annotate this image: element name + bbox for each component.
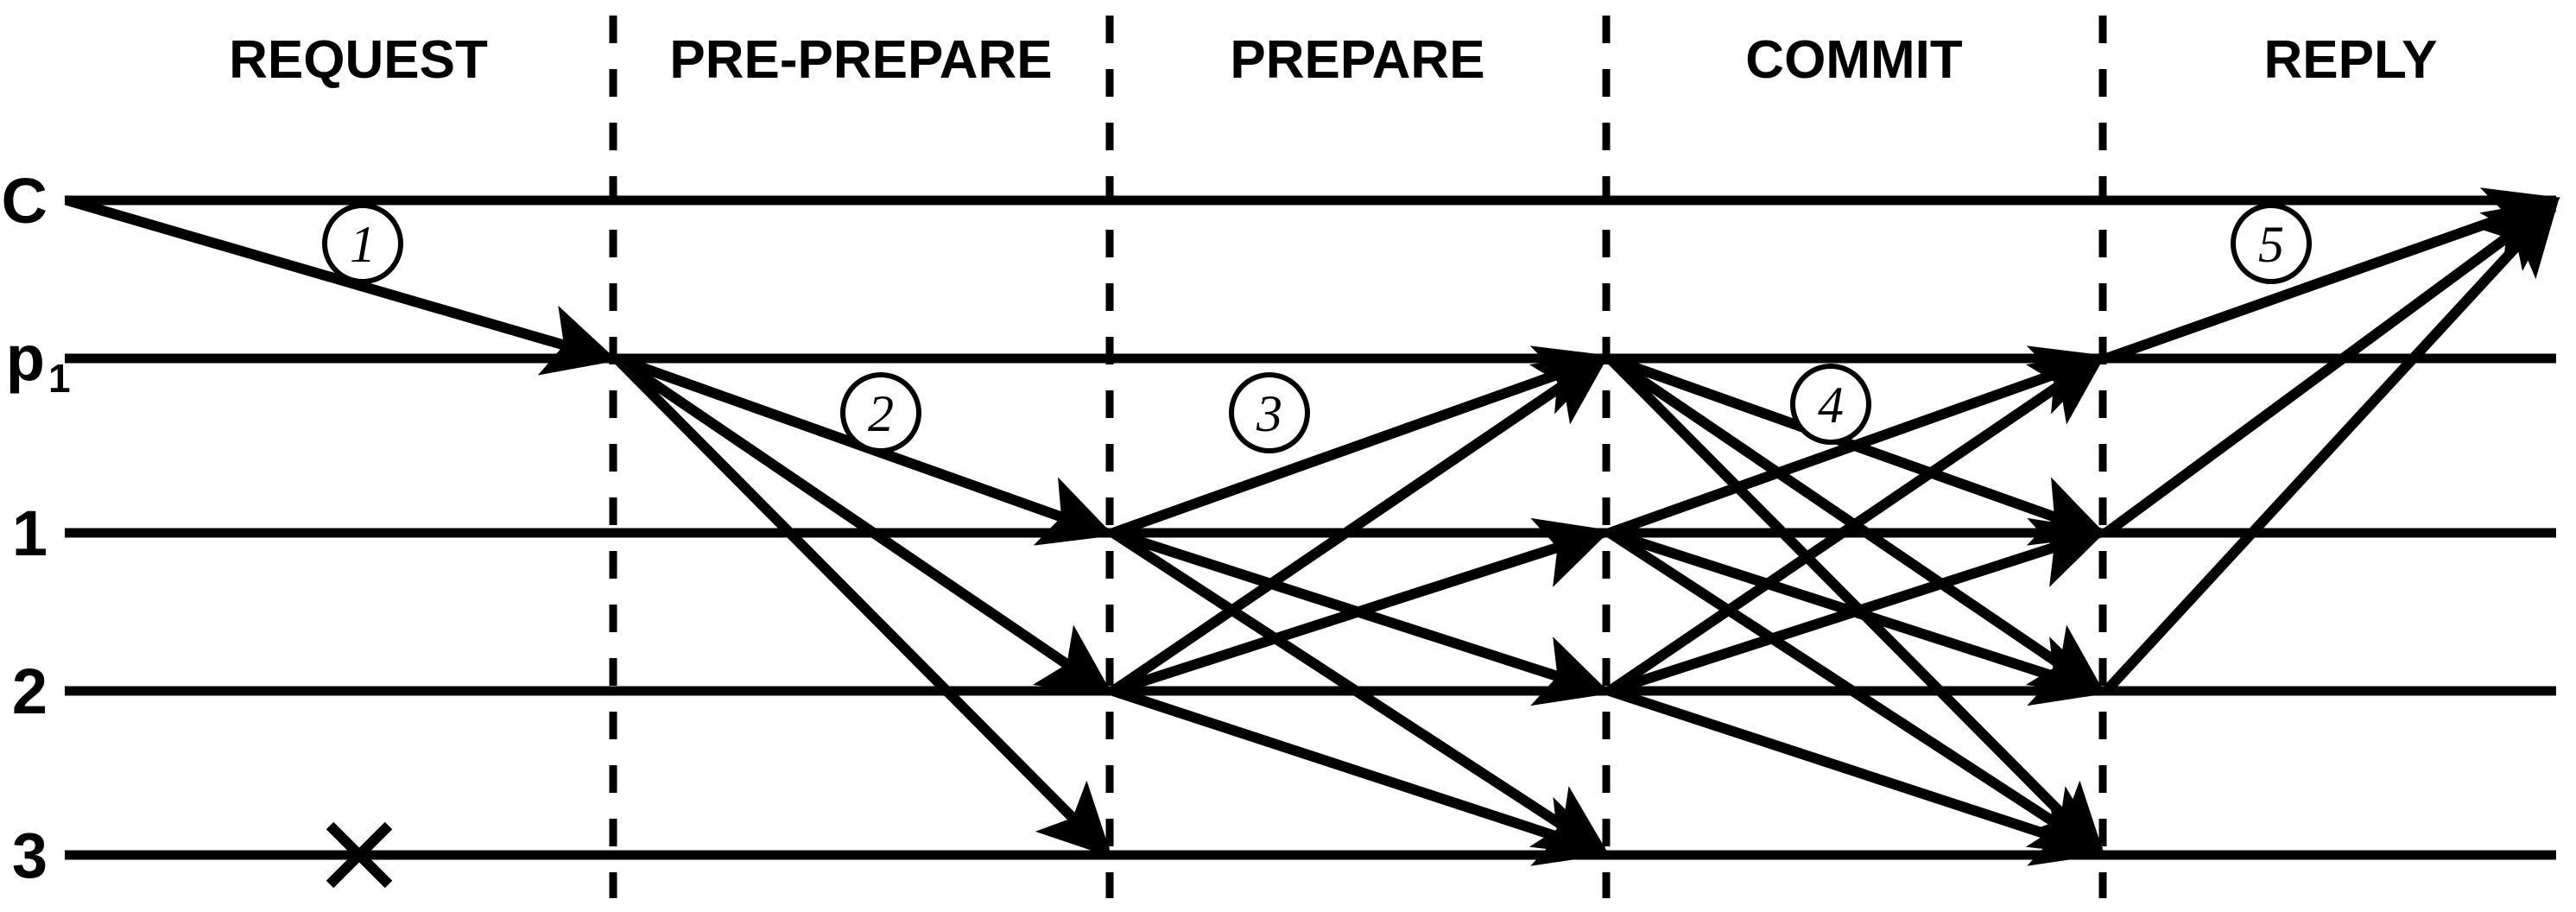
failure-x-stroke-2	[326, 821, 393, 889]
phase-label-reply: REPLY	[2263, 30, 2437, 90]
message-pre-r1-to-r3	[1110, 528, 1611, 857]
step-number-3: 3	[1256, 385, 1282, 442]
actor-label-replica-3: 3	[12, 820, 47, 891]
message-com-r1-to-r3	[1606, 528, 2107, 857]
actor-label-text-replica-1: 1	[12, 497, 47, 569]
phase-label-prepare: PREPARE	[1230, 30, 1484, 90]
step-circle-2	[840, 372, 921, 453]
step-markers: 1 2 3 4 5	[322, 203, 2312, 453]
message-pre-r2-to-r1	[1111, 517, 1611, 696]
message-rep-p1-to-c	[2104, 187, 2561, 364]
message-rep-r2-to-c	[2102, 200, 2559, 695]
message-com-r2-to-r3	[1608, 686, 2108, 866]
phase-label-pre-prepare: PRE-PREPARE	[669, 30, 1052, 90]
actor-label-replica-1: 1	[12, 497, 47, 569]
step-circle-1	[322, 203, 403, 284]
step-circle-3	[1229, 372, 1310, 453]
step-number-4: 4	[1818, 377, 1844, 434]
actor-label-client: C	[2, 165, 47, 237]
step-marker-step-2: 2	[840, 372, 921, 453]
step-circle-5	[2231, 203, 2312, 284]
message-rep-r1-to-c	[2103, 199, 2560, 537]
step-marker-step-3: 3	[1229, 372, 1310, 453]
actor-timelines	[65, 195, 2556, 860]
actor-label-text-primary: p	[6, 322, 45, 394]
message-pre-r2-to-p1	[1110, 353, 1610, 695]
actor-label-subscript-primary: 1	[48, 356, 71, 401]
message-pp-p1-to-r2	[613, 354, 1113, 696]
step-marker-step-1: 1	[322, 203, 403, 284]
step-number-5: 5	[2258, 216, 2284, 273]
phase-labels: REQUEST PRE-PREPARE PREPARE COMMIT REPLY	[229, 30, 2437, 90]
phase-dividers	[609, 16, 2107, 898]
step-number-2: 2	[868, 385, 894, 442]
step-marker-step-5: 5	[2231, 203, 2312, 284]
message-req-c-to-p1	[66, 195, 618, 376]
message-pp-p1-to-r3	[612, 354, 1112, 858]
message-com-r1-to-p1	[1607, 345, 2108, 538]
message-pre-r1-to-p1	[1111, 345, 1611, 538]
actor-label-text-client: C	[2, 165, 47, 237]
actor-label-replica-2: 2	[12, 656, 47, 727]
replica-3-failure	[326, 821, 393, 889]
step-number-1: 1	[350, 216, 376, 273]
message-com-r2-to-p1	[1606, 353, 2106, 695]
failure-markers	[326, 821, 393, 889]
phase-label-commit: COMMIT	[1745, 30, 1963, 90]
step-circle-4	[1790, 364, 1871, 445]
message-arrows	[66, 187, 2561, 866]
actor-label-text-replica-3: 3	[12, 820, 47, 891]
message-pre-r2-to-r3	[1111, 686, 1611, 866]
step-marker-step-4: 4	[1790, 364, 1871, 445]
message-com-r2-to-r1	[1608, 517, 2108, 696]
actor-label-text-replica-2: 2	[12, 656, 47, 727]
message-com-p1-to-r3	[1605, 354, 2105, 858]
phase-label-request: REQUEST	[229, 30, 488, 90]
